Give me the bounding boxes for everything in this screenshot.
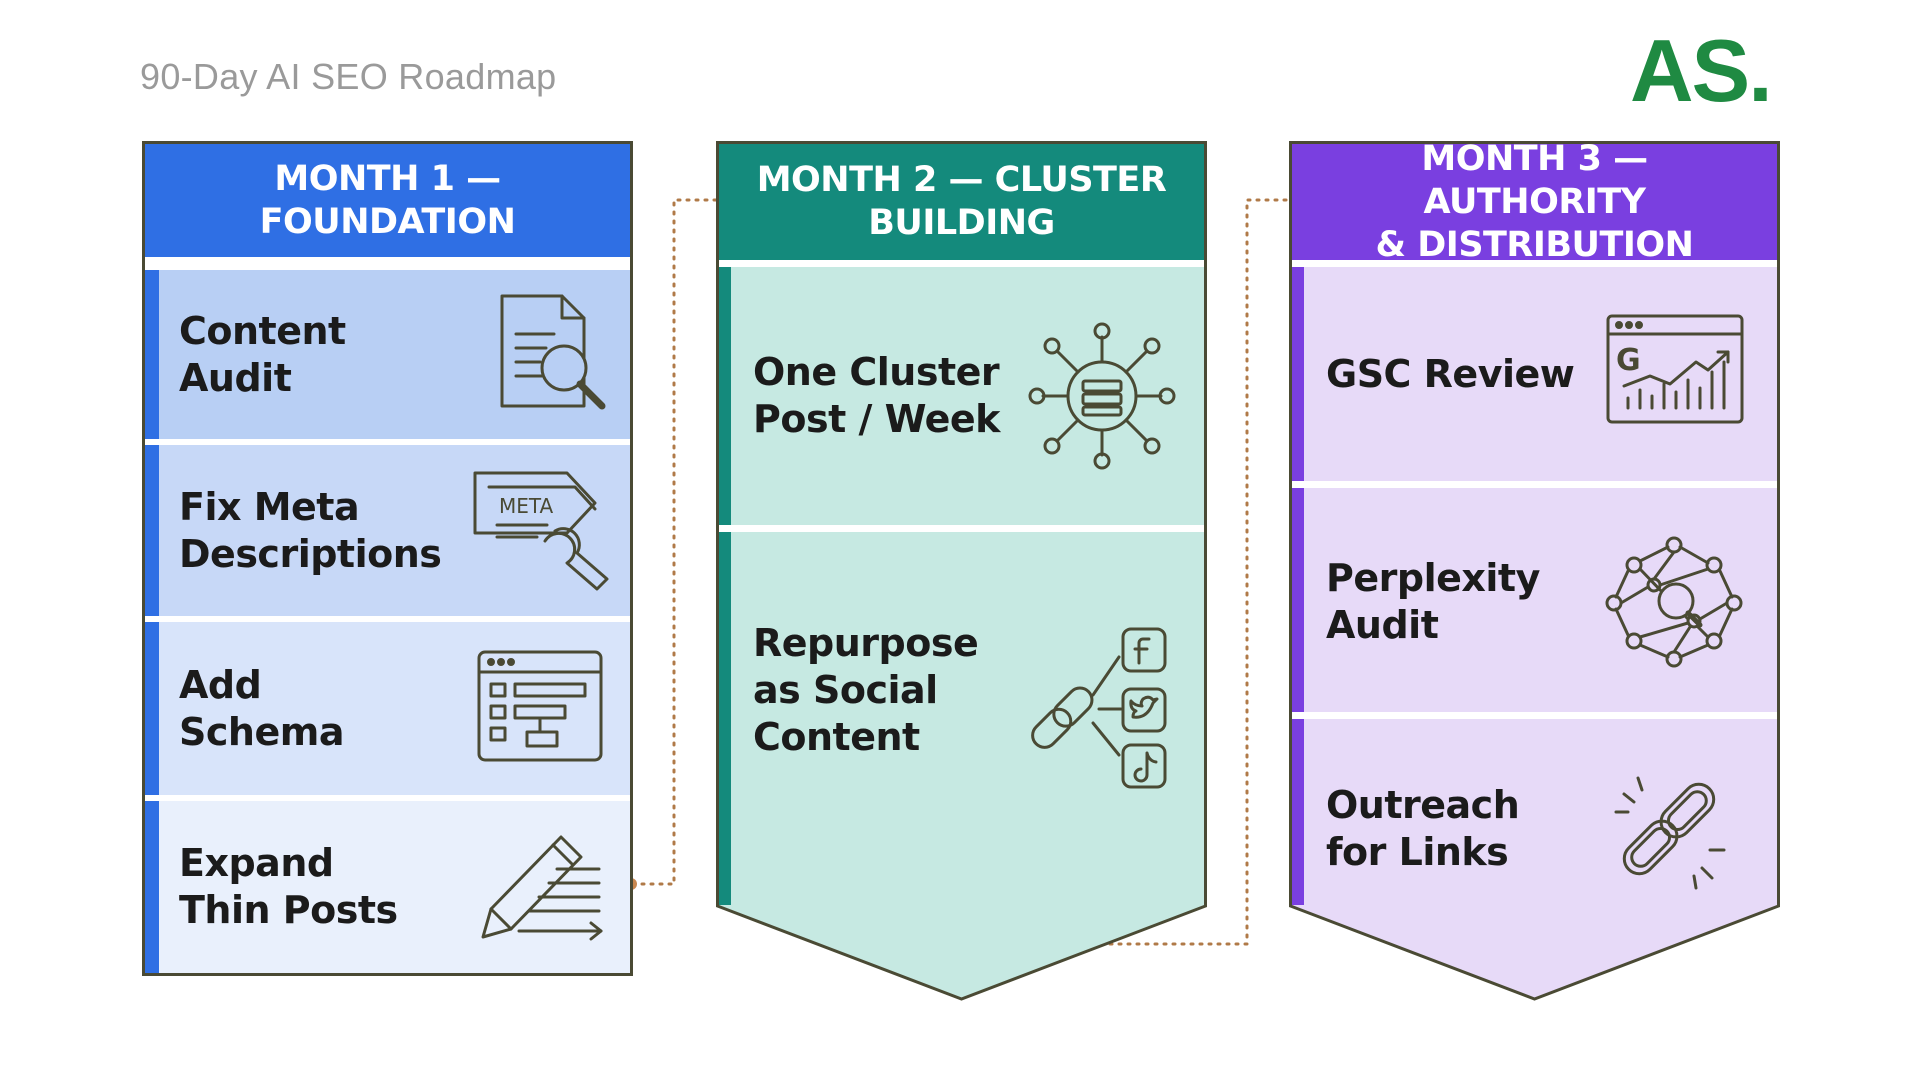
task-label: GSC Review xyxy=(1326,351,1575,396)
brand-logo: AS. xyxy=(1630,21,1773,120)
task-label: Fix Meta Descriptions xyxy=(179,484,442,576)
search-console-chart-icon: G xyxy=(1604,312,1746,426)
task-add-schema: Add Schema xyxy=(145,622,630,795)
task-label: Repurpose as Social Content xyxy=(753,620,979,759)
document-search-icon xyxy=(484,288,614,418)
month-2-column: MONTH 2 — CLUSTER BUILDING One Cluster P… xyxy=(716,141,1207,1001)
task-label: Outreach for Links xyxy=(1326,783,1520,874)
task-expand-thin-posts: Expand Thin Posts xyxy=(145,801,630,973)
task-gsc-review: GSC Review G xyxy=(1292,267,1777,481)
task-label: One Cluster Post / Week xyxy=(753,350,1000,441)
meta-tag-wrench-icon: META xyxy=(467,465,617,595)
task-label: Perplexity Audit xyxy=(1326,555,1540,647)
svg-text:META: META xyxy=(499,494,554,518)
task-fix-meta: Fix Meta Descriptions META xyxy=(145,445,630,616)
schema-browser-icon xyxy=(475,648,605,764)
topic-cluster-icon xyxy=(1027,321,1177,471)
task-perplexity-audit: Perplexity Audit xyxy=(1292,491,1777,712)
month-3-chevron-shape xyxy=(1289,141,1780,1001)
task-cluster-post-week: One Cluster Post / Week xyxy=(719,267,1204,525)
month-2-header: MONTH 2 — CLUSTER BUILDING xyxy=(756,160,1167,243)
task-content-audit: Content Audit xyxy=(145,270,630,439)
month-1-column: MONTH 1 — FOUNDATION Content Audit Fix M… xyxy=(142,141,633,976)
page-title: 90-Day AI SEO Roadmap xyxy=(140,56,557,97)
pencil-expand-icon xyxy=(469,825,609,951)
month-3-header: MONTH 3 — AUTHORITY & DISTRIBUTION xyxy=(1375,138,1694,265)
task-label: Expand Thin Posts xyxy=(179,841,398,932)
task-label: Add Schema xyxy=(179,662,344,754)
month-2-chevron-shape xyxy=(716,141,1207,1001)
task-label: Content Audit xyxy=(179,308,346,400)
month-3-column: MONTH 3 — AUTHORITY & DISTRIBUTION GSC R… xyxy=(1289,138,1780,1001)
social-share-icon xyxy=(1015,617,1185,793)
task-repurpose-social: Repurpose as Social Content xyxy=(719,535,1204,845)
connector-month2-month3 xyxy=(1108,198,1291,946)
month-1-header: MONTH 1 — FOUNDATION xyxy=(145,144,630,257)
ai-network-search-icon xyxy=(1604,535,1744,669)
svg-text:G: G xyxy=(1616,343,1641,378)
task-outreach-links: Outreach for Links xyxy=(1292,722,1777,936)
connector-month1-month2 xyxy=(631,198,718,886)
link-chain-icon xyxy=(1604,764,1734,894)
